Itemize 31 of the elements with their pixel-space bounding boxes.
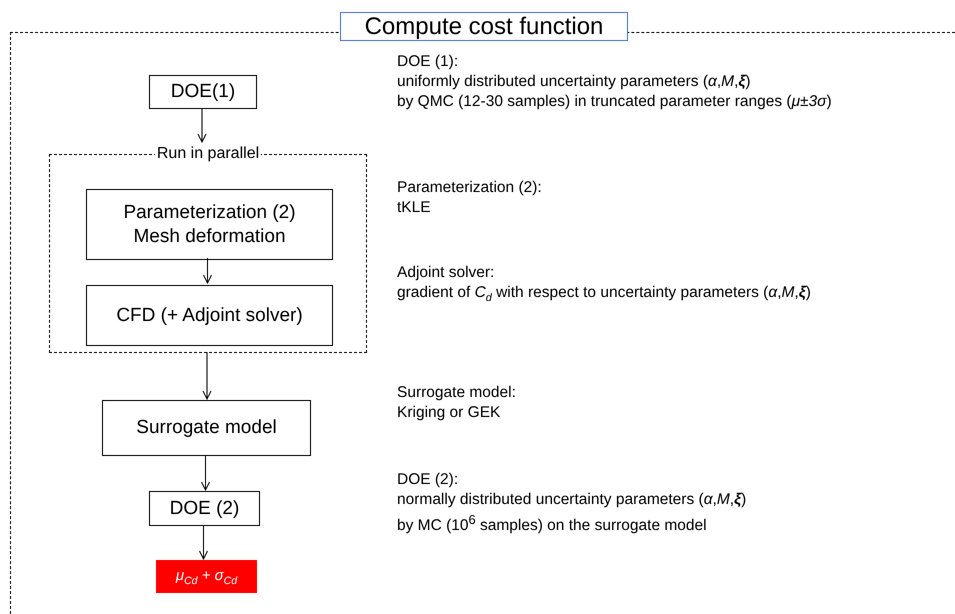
note-text: tKLE bbox=[397, 198, 431, 218]
process-box bbox=[149, 491, 260, 526]
note-text: Adjoint solver: bbox=[397, 263, 494, 283]
arrow bbox=[201, 454, 210, 490]
arrow bbox=[199, 524, 208, 560]
result-text: μ$_{Cd}$ + σ$_{Cd}$ bbox=[176, 566, 238, 586]
arrow bbox=[203, 258, 212, 284]
group-title: Run in parallel bbox=[154, 144, 262, 164]
note-text: Parameterization (2): bbox=[397, 178, 542, 198]
process-label: CFD (+ Adjoint solver) bbox=[116, 304, 303, 328]
process-box bbox=[86, 189, 333, 260]
process-label: Parameterization (2) Mesh deformation bbox=[122, 200, 297, 248]
note-text: Surrogate model: bbox=[397, 383, 516, 403]
frame-title: Compute cost function bbox=[340, 12, 628, 41]
note-text: gradient of C$_{d}$ with respect to uncertainty parameters (α,M,ξ) bbox=[397, 283, 811, 306]
note-text: by QMC (12-30 samples) in truncated parameter ranges (μ±3σ) bbox=[397, 92, 832, 112]
result-box bbox=[156, 560, 257, 593]
note-text: DOE (1): bbox=[397, 52, 458, 72]
process-box bbox=[149, 75, 257, 109]
process-box bbox=[86, 285, 333, 346]
process-label: DOE(1) bbox=[170, 80, 236, 104]
process-box bbox=[102, 400, 311, 456]
note-text: DOE (2): bbox=[397, 470, 458, 490]
process-label: Surrogate model bbox=[136, 416, 277, 440]
arrow bbox=[198, 108, 206, 142]
note-text: by MC (10$^{6}$ samples) on the surrogate model bbox=[397, 511, 707, 536]
note-text: Kriging or GEK bbox=[397, 403, 500, 423]
arrow bbox=[202, 352, 212, 400]
note-text: normally distributed uncertainty parameters (α,M,ξ) bbox=[397, 490, 746, 510]
note-text: uniformly distributed uncertainty parameters (α,M,ξ) bbox=[397, 72, 751, 92]
process-label: DOE (2) bbox=[170, 496, 240, 520]
